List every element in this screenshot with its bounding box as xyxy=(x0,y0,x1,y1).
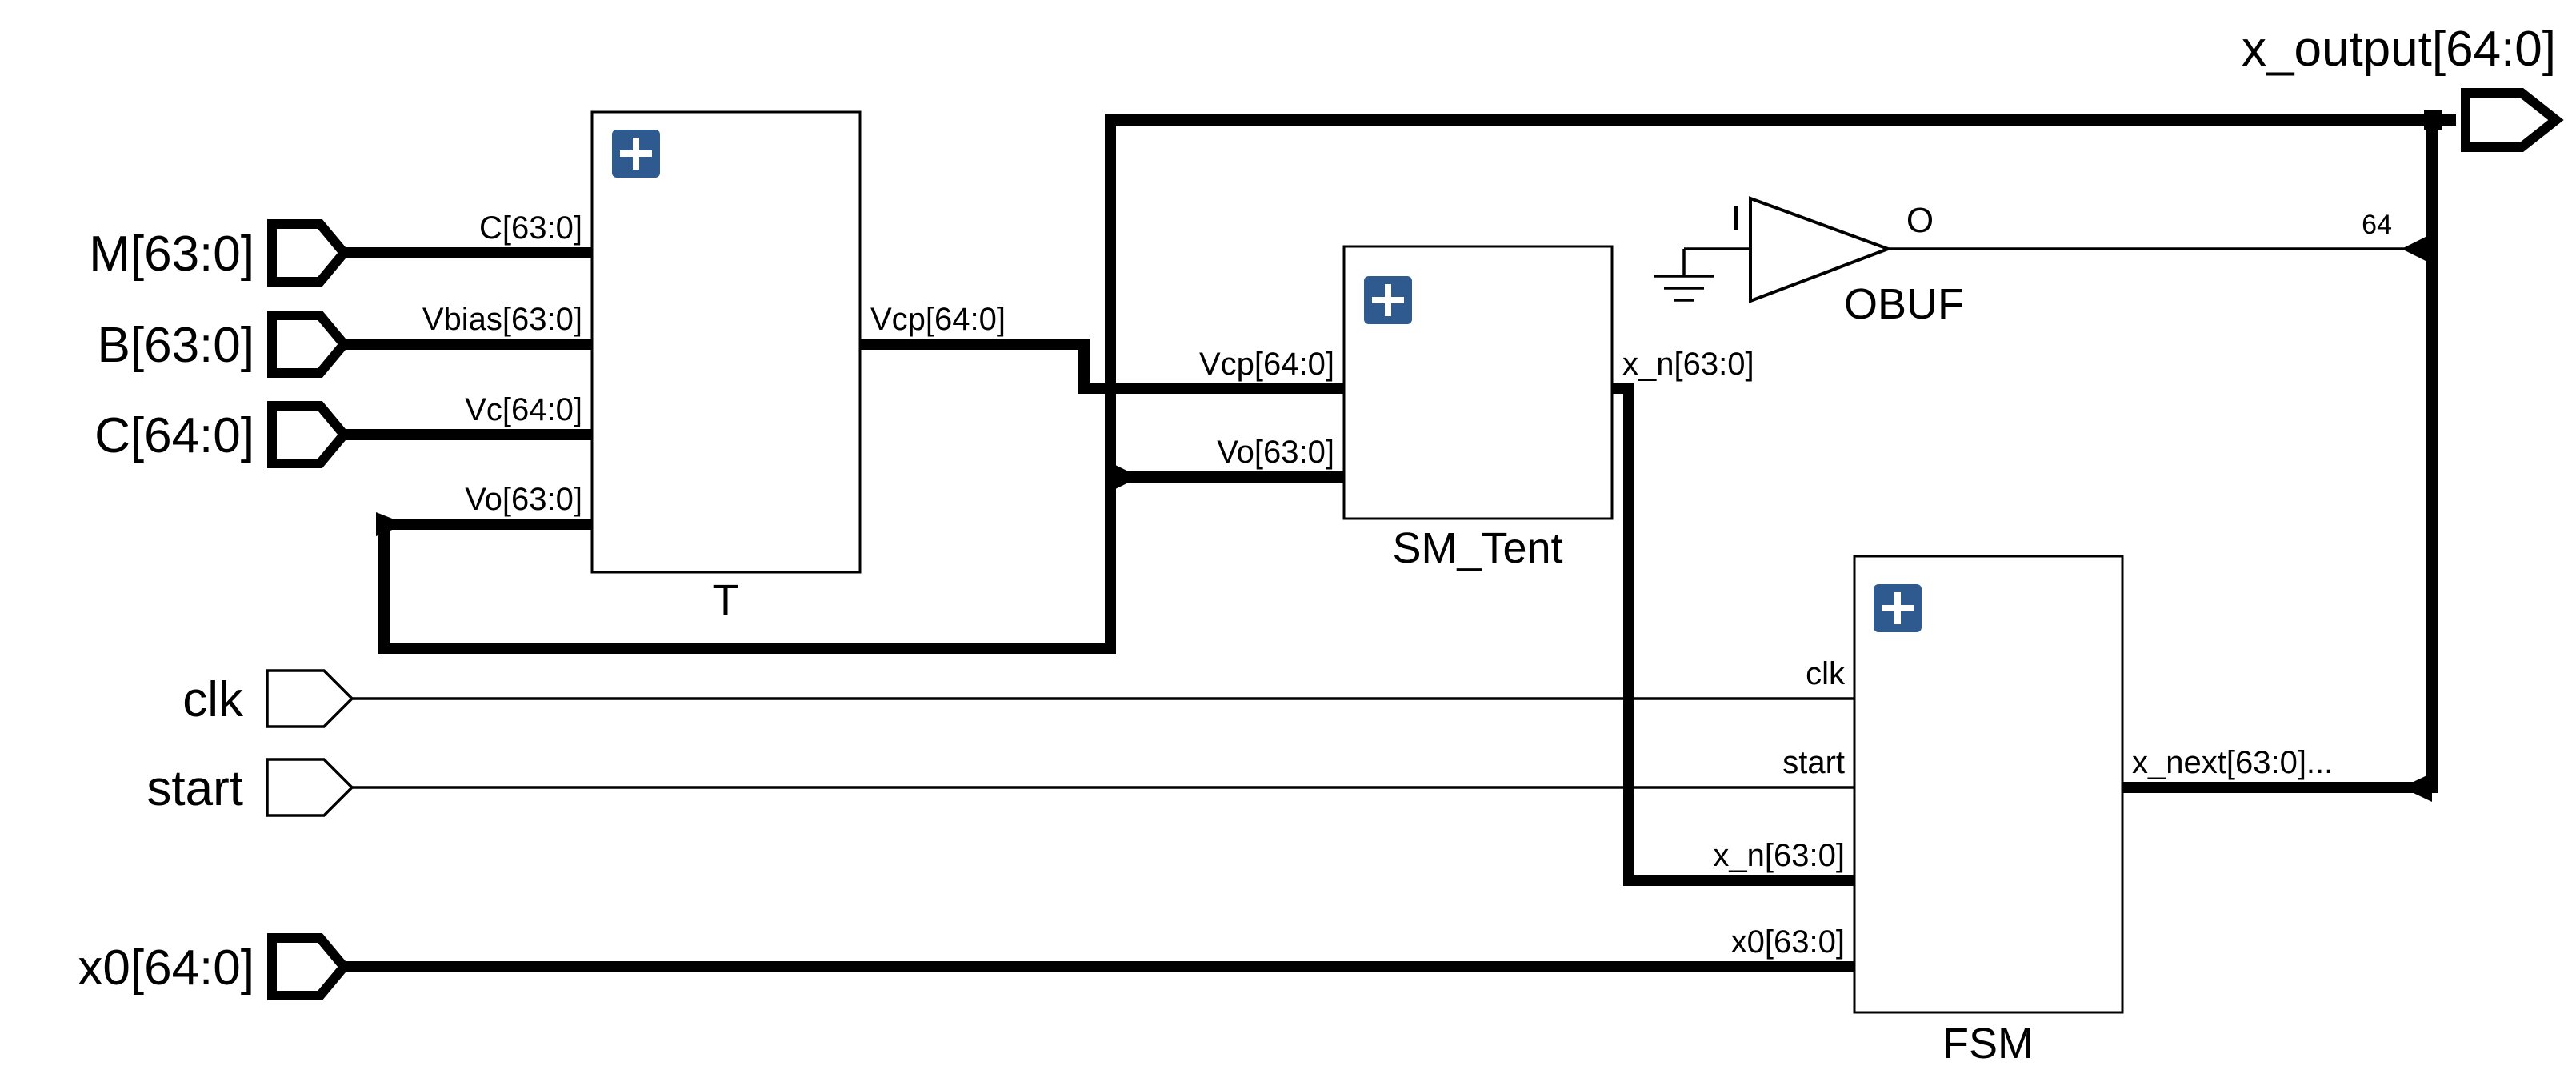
junctions xyxy=(376,110,2442,802)
port-M-label: M[63:0] xyxy=(89,226,254,282)
junction-xnext xyxy=(2402,773,2432,802)
wire-xn xyxy=(1566,383,1898,886)
port-x-output-label: x_output[64:0] xyxy=(2242,22,2556,77)
port-B-label: B[63:0] xyxy=(98,318,254,373)
port-x0-label: x0[64:0] xyxy=(78,940,254,996)
bus-width-label: 64 xyxy=(2362,210,2392,240)
port-clk[interactable]: clk xyxy=(182,669,354,728)
pin-FSM-xn: x_n[63:0] xyxy=(1713,838,1845,873)
port-clk-label: clk xyxy=(182,672,244,727)
pin-OBUF-I: I xyxy=(1731,199,1741,238)
input-ports: M[63:0] B[63:0] C[64:0] clk start x0[64:… xyxy=(78,219,354,1000)
expand-FSM[interactable] xyxy=(1874,584,1922,632)
junction-obuf-out xyxy=(2402,234,2432,264)
junction-vo-smtent xyxy=(1110,463,1140,491)
obuf-name: OBUF xyxy=(1844,280,1964,328)
junction-vo-t xyxy=(376,512,406,536)
wire-vcp xyxy=(818,339,1382,394)
wire-xnext xyxy=(2078,114,2456,793)
pin-OBUF-O: O xyxy=(1906,201,1934,240)
port-start[interactable]: start xyxy=(146,758,354,817)
ground-icon xyxy=(1654,249,1714,302)
wire-feedback xyxy=(378,114,2438,654)
block-SM_Tent-name: SM_Tent xyxy=(1392,524,1562,572)
pin-T-Vc: Vc[64:0] xyxy=(465,392,582,427)
obuf-buffer[interactable]: I O OBUF 64 xyxy=(1731,196,2392,328)
port-M[interactable]: M[63:0] xyxy=(89,219,350,287)
port-x-output[interactable]: x_output[64:0] xyxy=(2242,22,2564,152)
pin-T-Vbias: Vbias[63:0] xyxy=(422,302,582,337)
junction-output-node xyxy=(2424,110,2442,130)
pin-FSM-start: start xyxy=(1782,745,1845,780)
expand-T[interactable] xyxy=(612,130,660,178)
pin-SM-xn: x_n[63:0] xyxy=(1622,347,1754,382)
port-B[interactable]: B[63:0] xyxy=(98,311,350,378)
block-SM_Tent[interactable]: Vcp[64:0] Vo[63:0] x_n[63:0] SM_Tent xyxy=(1199,245,1754,572)
expand-SM_Tent[interactable] xyxy=(1364,276,1412,324)
block-T[interactable]: C[63:0] Vbias[63:0] Vc[64:0] Vo[63:0] Vc… xyxy=(422,110,1006,624)
pin-T-Vo: Vo[63:0] xyxy=(465,482,582,517)
thin-wires xyxy=(350,247,2432,789)
wires xyxy=(332,114,2456,972)
port-C[interactable]: C[64:0] xyxy=(94,401,350,468)
block-FSM-name: FSM xyxy=(1942,1020,2034,1068)
pin-SM-Vo: Vo[63:0] xyxy=(1217,435,1334,470)
block-T-name: T xyxy=(713,576,739,624)
pin-FSM-xnext: x_next[63:0]... xyxy=(2132,745,2333,780)
port-start-label: start xyxy=(146,761,243,816)
buffer-triangle-icon xyxy=(1749,196,1893,303)
port-x0[interactable]: x0[64:0] xyxy=(78,933,350,1000)
pin-T-C: C[63:0] xyxy=(479,210,582,246)
pin-FSM-clk: clk xyxy=(1806,656,1846,691)
block-FSM[interactable]: clk start x_n[63:0] x0[63:0] x_next[63:0… xyxy=(1713,555,2333,1068)
pin-FSM-x0: x0[63:0] xyxy=(1731,924,1845,960)
pin-T-Vcp: Vcp[64:0] xyxy=(870,302,1006,337)
pin-SM-Vcp: Vcp[64:0] xyxy=(1199,347,1334,382)
port-C-label: C[64:0] xyxy=(94,408,254,463)
